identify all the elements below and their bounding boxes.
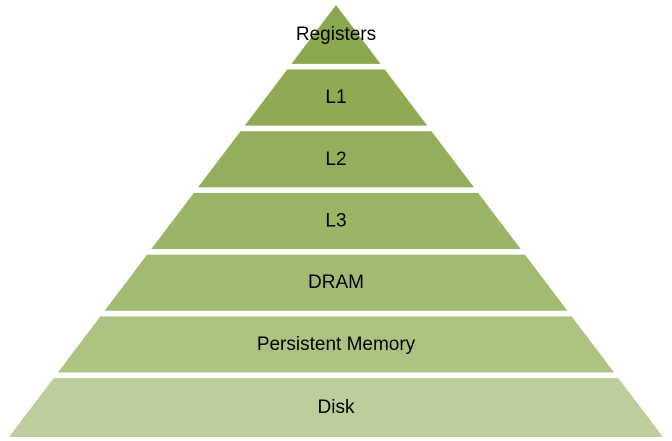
pyramid-layer-label-dram: DRAM (308, 272, 364, 293)
pyramid-layer-shape-disk (9, 378, 663, 437)
pyramid-layer-shape-l1 (244, 69, 428, 126)
pyramid-layer-shape-registers (291, 5, 381, 64)
pyramid-layer-label-l1: L1 (325, 87, 346, 108)
pyramid-layer-label-disk: Disk (318, 397, 355, 418)
pyramid-layer-label-l3: L3 (325, 211, 346, 232)
pyramid-layer-label-registers: Registers (296, 24, 376, 45)
pyramid-layer-shape-l2 (197, 131, 475, 188)
pyramid-layer-label-l2: L2 (325, 149, 346, 170)
pyramid-layer-shape-dram (104, 254, 568, 311)
pyramid-layer-shape-l3 (151, 192, 521, 250)
pyramid-layer-shape-persistent-memory (57, 316, 615, 373)
pyramid-layer-label-persistent-memory: Persistent Memory (257, 334, 416, 355)
